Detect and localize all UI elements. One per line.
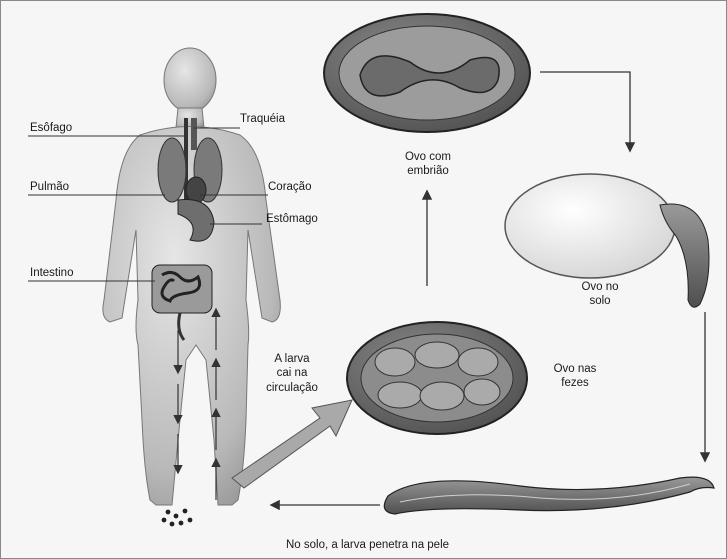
label-ovo-no-solo-line1: Ovo no xyxy=(570,280,630,294)
label-estomago: Estômago xyxy=(266,212,318,226)
label-no-solo-larva: No solo, a larva penetra na pele xyxy=(286,538,449,552)
label-ovo-nas-fezes-line2: fezes xyxy=(540,376,610,390)
egg-in-feces xyxy=(347,322,527,434)
label-ovo-no-solo: Ovo no solo xyxy=(570,280,630,309)
transmission-arrow xyxy=(232,400,352,488)
ground-eggs xyxy=(162,509,193,527)
label-larva-circulacao-line2: cai na xyxy=(252,366,332,380)
label-ovo-com-embriao-line1: Ovo com xyxy=(388,150,468,164)
label-larva-circulacao: A larva cai na circulação xyxy=(252,352,332,395)
label-esofago: Esôfago xyxy=(30,121,72,135)
label-intestino: Intestino xyxy=(30,266,73,280)
egg-with-embryo xyxy=(324,14,530,132)
label-ovo-no-solo-line2: solo xyxy=(570,294,630,308)
label-ovo-com-embriao: Ovo com embrião xyxy=(388,150,468,179)
label-ovo-com-embriao-line2: embrião xyxy=(388,164,468,178)
label-larva-circulacao-line3: circulação xyxy=(252,381,332,395)
label-traqueia: Traquéia xyxy=(240,112,285,126)
label-larva-circulacao-line1: A larva xyxy=(252,352,332,366)
label-ovo-nas-fezes-line1: Ovo nas xyxy=(540,362,610,376)
cycle-arrows xyxy=(272,72,705,505)
label-pulmao: Pulmão xyxy=(30,180,69,194)
label-coracao: Coração xyxy=(268,180,311,194)
larva xyxy=(384,477,714,514)
label-ovo-nas-fezes: Ovo nas fezes xyxy=(540,362,610,391)
